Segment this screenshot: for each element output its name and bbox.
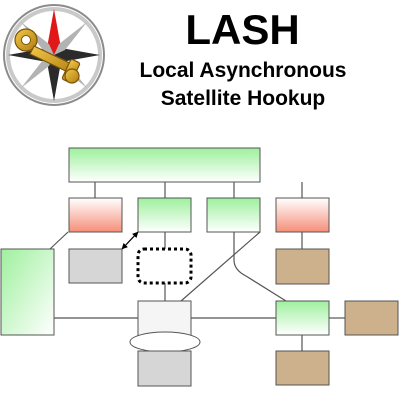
node-top-bus (68, 147, 261, 183)
star-point-ne (54, 22, 87, 55)
link-green-right-to-center (180, 231, 261, 302)
node-dotted-placeholder (136, 247, 193, 285)
node-gray-left (68, 248, 123, 284)
link-salmon-to-left-side (49, 231, 69, 250)
key-icon (14, 28, 81, 84)
node-green-right-lower (275, 300, 330, 336)
node-salmon-left (68, 197, 123, 233)
star-point-east (54, 48, 100, 62)
node-green-right (206, 197, 261, 233)
subtitle-line-1: Local Asynchronous (139, 59, 347, 82)
node-center-white (137, 300, 192, 337)
node-green-left-tall (0, 248, 55, 336)
node-green-mid (137, 197, 192, 233)
double-arrow-link (121, 231, 139, 250)
page-title: LASH (185, 6, 300, 53)
star-point-north (47, 9, 61, 55)
node-gray-bottom (137, 350, 192, 387)
node-tan-bottom (275, 350, 330, 386)
link-green-right-to-right-green (233, 232, 287, 302)
node-tan-top (275, 248, 330, 285)
node-center-ellipse (129, 331, 201, 353)
subtitle-line-2: Satellite Hookup (160, 87, 326, 110)
star-point-sw (21, 55, 54, 88)
connector-lines (49, 182, 345, 351)
node-salmon-right (275, 197, 330, 233)
compass-star-key-icon (3, 4, 105, 106)
node-tan-right (344, 300, 399, 336)
